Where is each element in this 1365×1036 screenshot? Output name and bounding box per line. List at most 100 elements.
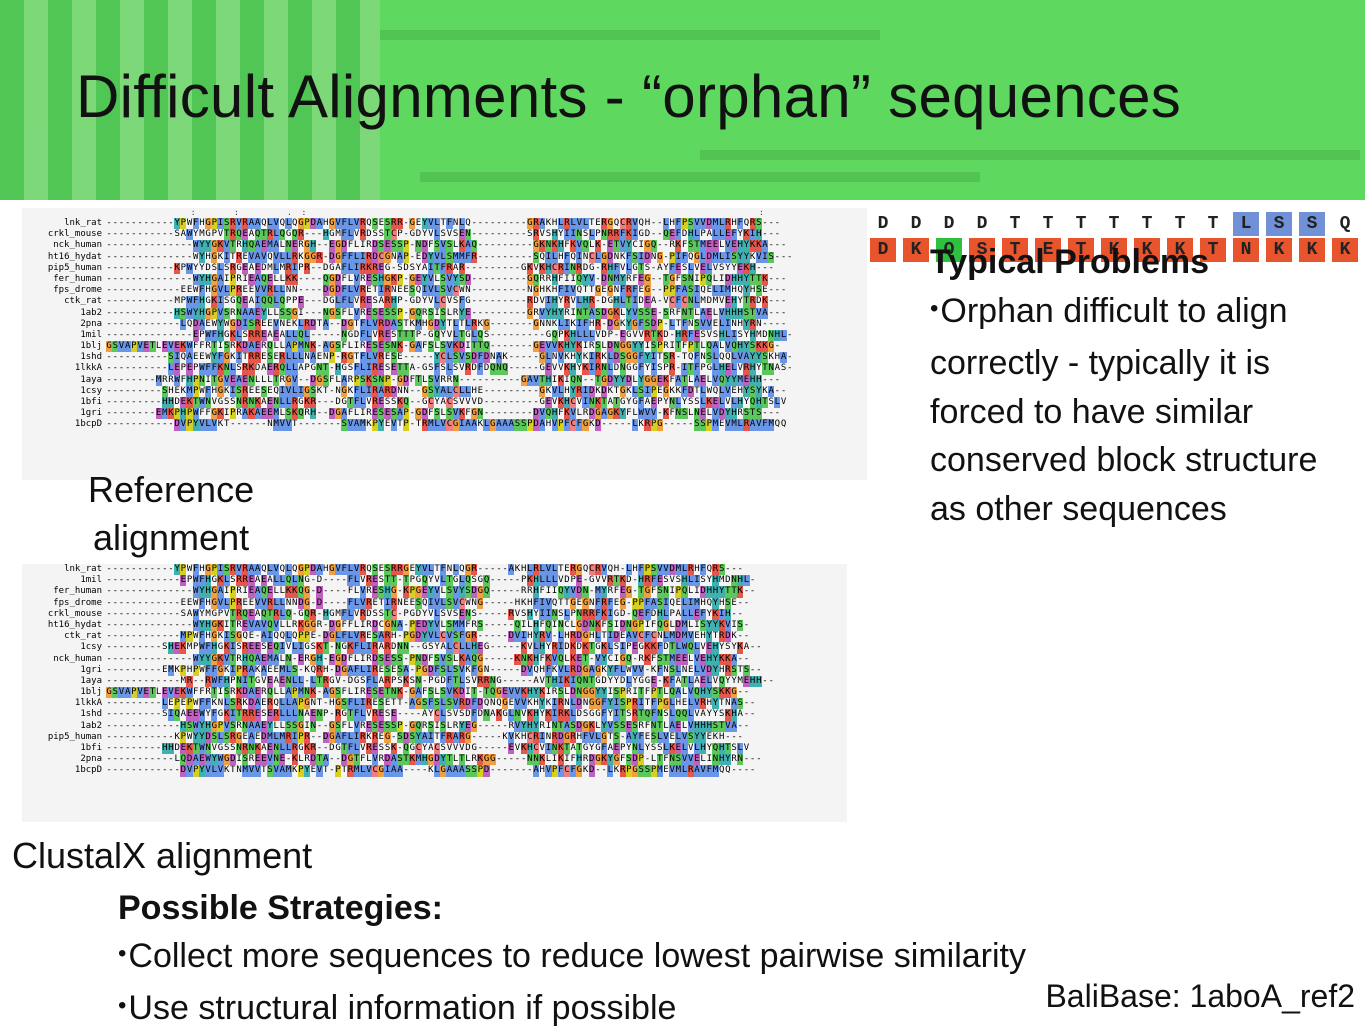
strip-residue: T [1134, 212, 1160, 236]
sequence-residues: --------------WYHGKITREVAVQVLLRKGGR-DGFF… [106, 619, 750, 632]
strip-residue: K [1299, 238, 1325, 262]
sequence-name: 1csy [80, 642, 102, 653]
strip-residue: L [1233, 212, 1259, 236]
reference-alignment-row: 1lkkA ----------LEPEPWFFKNLSRKDAERQLLAPGN… [22, 363, 867, 375]
sequence-name: crkl_mouse [47, 229, 102, 240]
sequence-name: 1gri [80, 408, 102, 419]
conservation-ruler: : : . : : [104, 208, 764, 217]
sequence-residues: -----------HSWYHGPVSRNAAEYLLSSGI---NGSFL… [106, 307, 787, 319]
possible-strategies-heading: Possible Strategies: [118, 889, 444, 927]
sequence-residues: ---------SHEKMPWFHGKISREESEQIVLIGSKT-NGK… [106, 642, 762, 654]
strip-residue: T [1068, 238, 1094, 262]
sequence-name: 1gri [80, 664, 102, 675]
strip-residue: S [1299, 212, 1325, 236]
reference-alignment-rows: lnk_rat-----------YPWFHGPISRVRAAQLVQLQGP… [22, 218, 867, 431]
strategy-bullet-text: Use structural information if possible [128, 989, 677, 1027]
reference-alignment-row: 1csy---------SHEKMPWFHGKISREESEQIVLIGSKT… [22, 385, 867, 398]
sequence-residues: ------------LQDAEWYWGDISREEVNEKLRDTA--DG… [106, 318, 787, 330]
sequence-name: 1csy [80, 385, 102, 396]
reference-alignment-row: pip5_human-----------KPWYYDSLSRGEAEDMLMR… [22, 262, 867, 274]
clustal-alignment-row: ht16_hydat --------------WYHGKITREVAVQVLL… [22, 619, 847, 632]
clustal-alignment-row: 1bcpD------------DVPYVLVKTNMVVTSVAMKPYEV… [22, 765, 847, 777]
sequence-residues: -----------SAWYMGPVTRQEAQTRLQGQR---HGMFL… [106, 229, 781, 241]
sequence-residues: -----------LQDAEWYWGDISREEVNE-KLRDTA--DG… [106, 754, 762, 766]
clustal-alignment-row: fps_drome------------EEWFHGVLPREEVVRLLNN… [22, 597, 847, 609]
sequence-residues: -----------KPWYYDSLSRGEAEDMLMRIPR--DGAFL… [106, 731, 743, 744]
sequence-residues: ------------EEWFHGVLPREEVVRLLNN----DGDFL… [106, 285, 787, 297]
clustal-alignment-row: 1shd---------SIQAEEWYFGKITRRESERLLLNAENP… [22, 709, 847, 721]
strip-residue: N [1233, 238, 1259, 262]
sequence-name: lnk_rat [64, 564, 102, 574]
sequence-name: 1lkkA [74, 363, 102, 374]
sequence-residues: --------------WYYGKVTRHQAEMALN-ERGH-EGDF… [106, 653, 750, 665]
reference-alignment-row: 1bcpD -----------DVPYVLVKT------NMVVT----… [22, 419, 867, 431]
sequence-name: 1bfi [80, 397, 102, 407]
sequence-residues: ------------HSWYHGPVSRNAAEYLLSSGIN--GSFL… [106, 720, 750, 732]
reference-alignment-row: 1gri--------EMKPHPWFFGKIPRAKAEEMLSKQRH--… [22, 408, 867, 420]
reference-alignment-row: 1aya--------MRRWFHPNITGVEAENLLLTRGV--DGS… [22, 374, 867, 386]
sequence-residues: ------------SAWYMGPVTRQEAQTRLQ-GQR-HGMFL… [106, 608, 743, 620]
reference-alignment-row: 2pna ------------LQDAEWYWGDISREEVNEKLRDTA… [22, 318, 867, 330]
sequence-residues: ------------EPWFHGKLSRREAEALLQLNG-D----F… [106, 575, 756, 587]
strategy-bullet-text: Collect more sequences to reduce lowest … [128, 937, 1026, 975]
sequence-name: fps_drome [53, 597, 102, 608]
sequence-residues: --------------WYYGKVTRHQAEMALNERGH--EGDF… [106, 240, 787, 252]
clustal-alignment-panel: lnk_rat-----------YPWFHGPISRVRAAQLVQLQGP… [22, 564, 847, 822]
strip-residue: T [1101, 212, 1127, 236]
strip-residue: T [1200, 238, 1226, 262]
sequence-residues: -----------DVPYVLVKT------NMVVT-------SV… [106, 419, 787, 431]
clustal-alignment-row: fer_human--------------WYHGAIPRIEAQELLKK… [22, 586, 847, 598]
reference-alignment-panel: : : . : : lnk_rat-----------YPWFHGPISRVR… [22, 208, 867, 480]
sequence-name: 2pna [80, 318, 102, 329]
reference-alignment-row: ctk_rat-----------MPWFHGKISGQEAIQQLQPPE-… [22, 296, 867, 308]
clustal-alignment-row: crkl_mouse------------SAWYMGPVTRQEAQTRLQ… [22, 608, 847, 620]
sequence-name: pip5_human [47, 731, 102, 742]
sequence-residues: ----------LEPEPWFFKNLSRKDAERQLLAPGNT-HGS… [106, 363, 793, 375]
clustal-alignment-rows: lnk_rat-----------YPWFHGPISRVRAAQLVQLQGP… [22, 564, 847, 777]
sequence-residues: ------------MPWFHGKISGQE-AIQQLQPPE-DGLFL… [106, 631, 750, 643]
sequence-name: fer_human [53, 273, 102, 284]
reference-alignment-row: crkl_mouse -----------SAWYMGPVTRQEAQTRLQG… [22, 229, 867, 241]
strip-residue: D [903, 212, 929, 236]
strip-residue: T [1002, 212, 1028, 236]
typical-problems-section: Typical Problems Orphan difficult to ali… [930, 238, 1350, 533]
reference-alignment-row: 1mil--------------EPWFHGKLSRREAEALLQL---… [22, 329, 867, 342]
sequence-name: 1bcpD [74, 419, 102, 430]
clustal-alignment-row: 1bfi---------HHDEKTWNVGSSNRNKAENLLRGKR--… [22, 743, 847, 755]
sequence-name: nck_human [53, 240, 102, 251]
strip-residue: D [870, 212, 896, 236]
sequence-residues: ---------LEPEPWFFKNLSRKDAERQLLAPGNT-HGSF… [106, 698, 756, 710]
strip-residue: Q [1332, 212, 1358, 236]
strip-residue: D [870, 238, 896, 262]
reference-alignment-row: nck_human --------------WYYGKVTRHQAEMALNE… [22, 240, 867, 252]
sequence-name: 1ab2 [80, 720, 102, 731]
sequence-residues: ---------SIQAEEWYFGKITRRESERLLLNAENP-RGT… [106, 709, 756, 721]
clustal-alignment-row: 1ab2 ------------HSWYHGPVSRNAAEYLLSSGIN--… [22, 720, 847, 732]
sequence-name: fps_drome [53, 285, 102, 296]
sequence-name: 1aya [80, 374, 102, 385]
clustal-alignment-row: 1gri---------EMKPHPWFFGKIPRAKAEEMLS-KQRH… [22, 664, 847, 676]
sequence-name: 2pna [80, 754, 102, 765]
banner-texture [0, 0, 380, 200]
slide-title: Difficult Alignments - “orphan” sequence… [76, 63, 1182, 130]
clustal-alignment-caption: ClustalX alignment [12, 835, 313, 876]
clustal-alignment-row: 1mil------------EPWFHGKLSRREAEALLQLNG-D-… [22, 575, 847, 587]
banner-stripe [700, 150, 1360, 160]
strip-residue: K [1266, 238, 1292, 262]
strip-residue: T [1002, 238, 1028, 262]
sequence-name: 1blj [80, 341, 102, 352]
strategy-bullet: Use structural information if possible [118, 984, 1218, 1036]
strip-residue: K [1101, 238, 1127, 262]
sequence-name: 1blj [80, 687, 102, 698]
clustal-alignment-row: lnk_rat-----------YPWFHGPISRVRAAQLVQLQGP… [22, 564, 847, 576]
sequence-name: 1aya [80, 675, 102, 686]
clustal-alignment-row: ctk_rat------------MPWFHGKISGQE-AIQQLQPP… [22, 631, 847, 643]
sequence-residues: --------------WYHGKITREVAVQVLLRKGGR-DGFF… [106, 251, 793, 263]
strip-residue: K [1332, 238, 1358, 262]
sequence-name: ht16_hydat [47, 619, 102, 630]
reference-alignment-row: ht16_hydat--------------WYHGKITREVAVQVLL… [22, 251, 867, 263]
strip-residue: S [1266, 212, 1292, 236]
sequence-residues: --------------WYHGAIPRIEAQELLKK----QGDFL… [106, 273, 787, 286]
sequence-name: ctk_rat [64, 296, 102, 307]
